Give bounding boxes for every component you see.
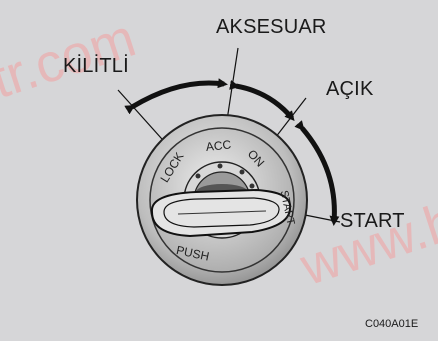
detent-dot — [195, 173, 201, 179]
cylinder-label-acc: ACC — [205, 137, 232, 154]
label-on: AÇIK — [326, 78, 374, 100]
label-lock: KİLİTLİ — [63, 55, 129, 77]
watermark-bottom-right: www.hy — [293, 183, 438, 298]
arrow-on-start — [294, 120, 340, 226]
label-start: START — [340, 210, 405, 232]
detent-dot — [249, 183, 255, 189]
key-blade-slot — [177, 210, 267, 215]
detent-dot — [239, 169, 245, 175]
ignition-cylinder — [136, 114, 308, 286]
cylinder-label-push: PUSH — [175, 243, 211, 264]
label-acc: AKSESUAR — [216, 16, 327, 38]
detent-dot — [217, 163, 223, 169]
figure-code: C040A01E — [365, 318, 419, 330]
key-head-inner — [163, 197, 280, 228]
arrow-acc-on — [229, 80, 295, 122]
arrow-lock-acc — [124, 78, 228, 115]
